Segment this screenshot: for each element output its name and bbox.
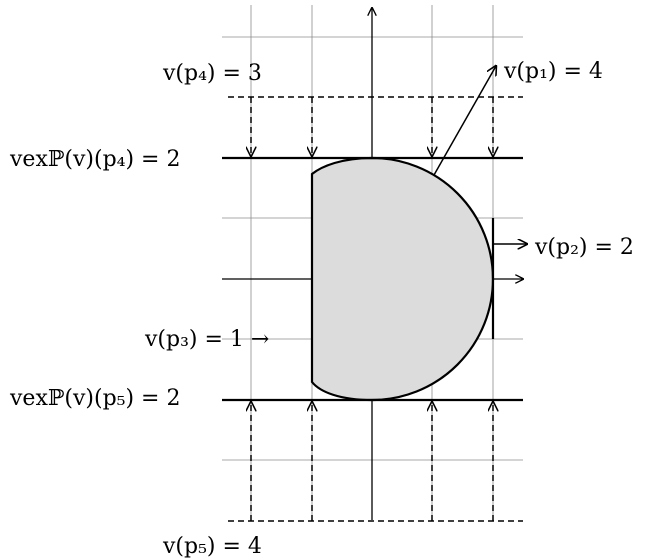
label-v-p3: v(p₃) = 1 → (144, 327, 269, 352)
label-vex-p4: vexℙ(v)(p₄) = 2 (9, 147, 180, 172)
label-v-p5: v(p₅) = 4 (162, 534, 262, 559)
label-v-p4: v(p₄) = 3 (162, 61, 262, 86)
label-v-p2: v(p₂) = 2 (534, 235, 634, 260)
label-v-p1: v(p₁) = 4 (503, 59, 603, 84)
label-vex-p5: vexℙ(v)(p₅) = 2 (9, 386, 180, 411)
convex-region (310, 156, 495, 402)
p1-arrow (433, 66, 496, 176)
